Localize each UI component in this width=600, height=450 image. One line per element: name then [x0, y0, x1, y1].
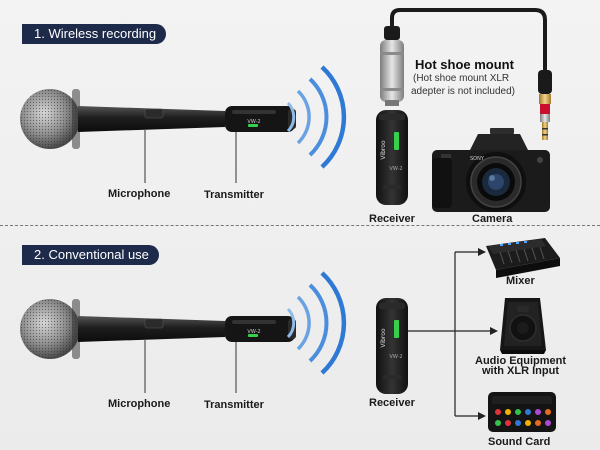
svg-text:SONY: SONY — [470, 156, 485, 162]
speaker-graphic — [500, 298, 546, 354]
mic-graphic-1 — [19, 88, 297, 150]
receiver-label-2: Receiver — [369, 397, 415, 409]
sound-card-graphic — [488, 392, 556, 432]
microphone-label-1: Microphone — [108, 188, 171, 200]
mixer-graphic — [486, 238, 560, 278]
audio-equipment-label-line2: with XLR Input — [482, 365, 559, 377]
section-divider — [0, 225, 600, 226]
section1-tag: 1. Wireless recording — [22, 24, 167, 44]
microphone-label-2: Microphone — [108, 398, 171, 410]
hot-shoe-title: Hot shoe mount — [415, 57, 514, 72]
hot-shoe-note-line2: adepter is not included) — [411, 86, 515, 97]
mixer-label: Mixer — [506, 275, 535, 287]
receiver-model-text-2: VW-2 — [389, 354, 402, 360]
sound-card-label: Sound Card — [488, 436, 551, 448]
receiver-brand-text-2: Vibroo — [380, 328, 387, 347]
output-connector-lines — [408, 251, 490, 417]
transmitter-label-2: Transmitter — [204, 399, 264, 411]
xlr-female-connector — [380, 26, 404, 106]
audio-equipment-label-line1: Audio Equipment — [475, 355, 567, 367]
receiver-model-text-1: VW-2 — [389, 166, 402, 172]
receiver-label-1: Receiver — [369, 213, 415, 225]
mini-jack-connector — [538, 70, 552, 140]
arrow-heads — [478, 248, 498, 420]
wave-graphic-1 — [288, 67, 344, 167]
section2-tag: 2. Conventional use — [22, 245, 159, 265]
camera-label: Camera — [472, 213, 513, 225]
hot-shoe-note-line1: (Hot shoe mount XLR — [413, 73, 510, 84]
receiver-graphic-2: Vibroo VW-2 — [376, 298, 408, 394]
xlr-cable — [390, 8, 547, 70]
wave-graphic-2 — [288, 273, 344, 373]
mic-graphic-2 — [19, 298, 297, 360]
camera-graphic: SONY — [432, 128, 550, 212]
receiver-graphic-1: Vibroo VW-2 — [376, 110, 408, 205]
receiver-brand-text-1: Vibroo — [380, 140, 387, 159]
transmitter-label-1: Transmitter — [204, 189, 264, 201]
